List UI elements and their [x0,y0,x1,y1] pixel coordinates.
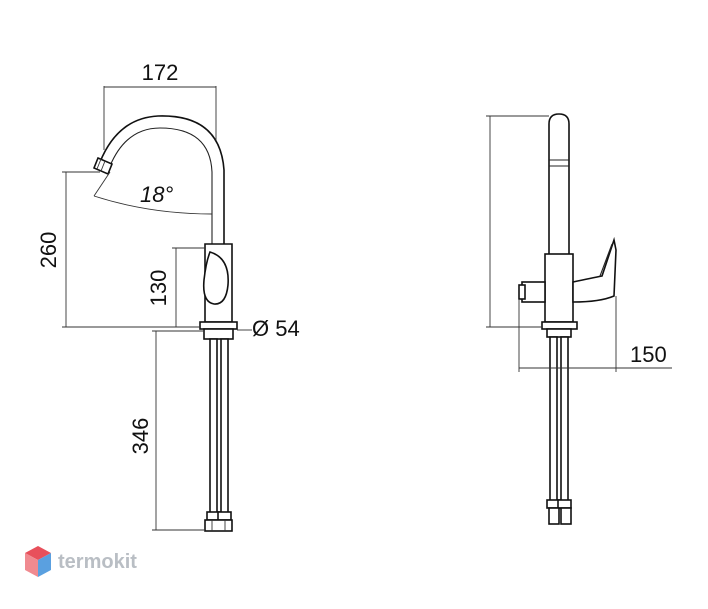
side-hoses [546,336,572,525]
dim-172: 172 [103,60,217,150]
dim-label-130: 130 [146,270,171,307]
dim-346: 346 [128,330,205,531]
dim-150: 150 [518,296,672,372]
dim-130: 130 [146,247,205,328]
spout-inner [109,127,213,244]
dim-label-angle: 18° [140,182,173,207]
dim-label-54: Ø 54 [252,316,300,341]
front-view: 172 260 18° 130 Ø 54 [36,60,300,532]
side-base [541,321,578,330]
dim-label-346: 346 [128,418,153,455]
dim-label-260: 260 [36,232,61,269]
lever [202,251,229,305]
dim-54: Ø 54 [237,316,300,341]
brand-name: termokit [58,550,137,573]
dim-label-150: 150 [630,342,667,367]
hexagon-cube-icon [25,546,51,577]
dim-label-172: 172 [142,60,179,85]
dim-angle: 18° [93,171,213,215]
side-view: 150 [486,113,672,525]
spout-column [548,113,570,257]
brand-logo: termokit [24,545,137,579]
hoses [204,338,233,532]
side-lever [572,236,617,303]
spout-outer [99,115,225,244]
base-flange [199,321,238,330]
side-body [544,253,574,323]
